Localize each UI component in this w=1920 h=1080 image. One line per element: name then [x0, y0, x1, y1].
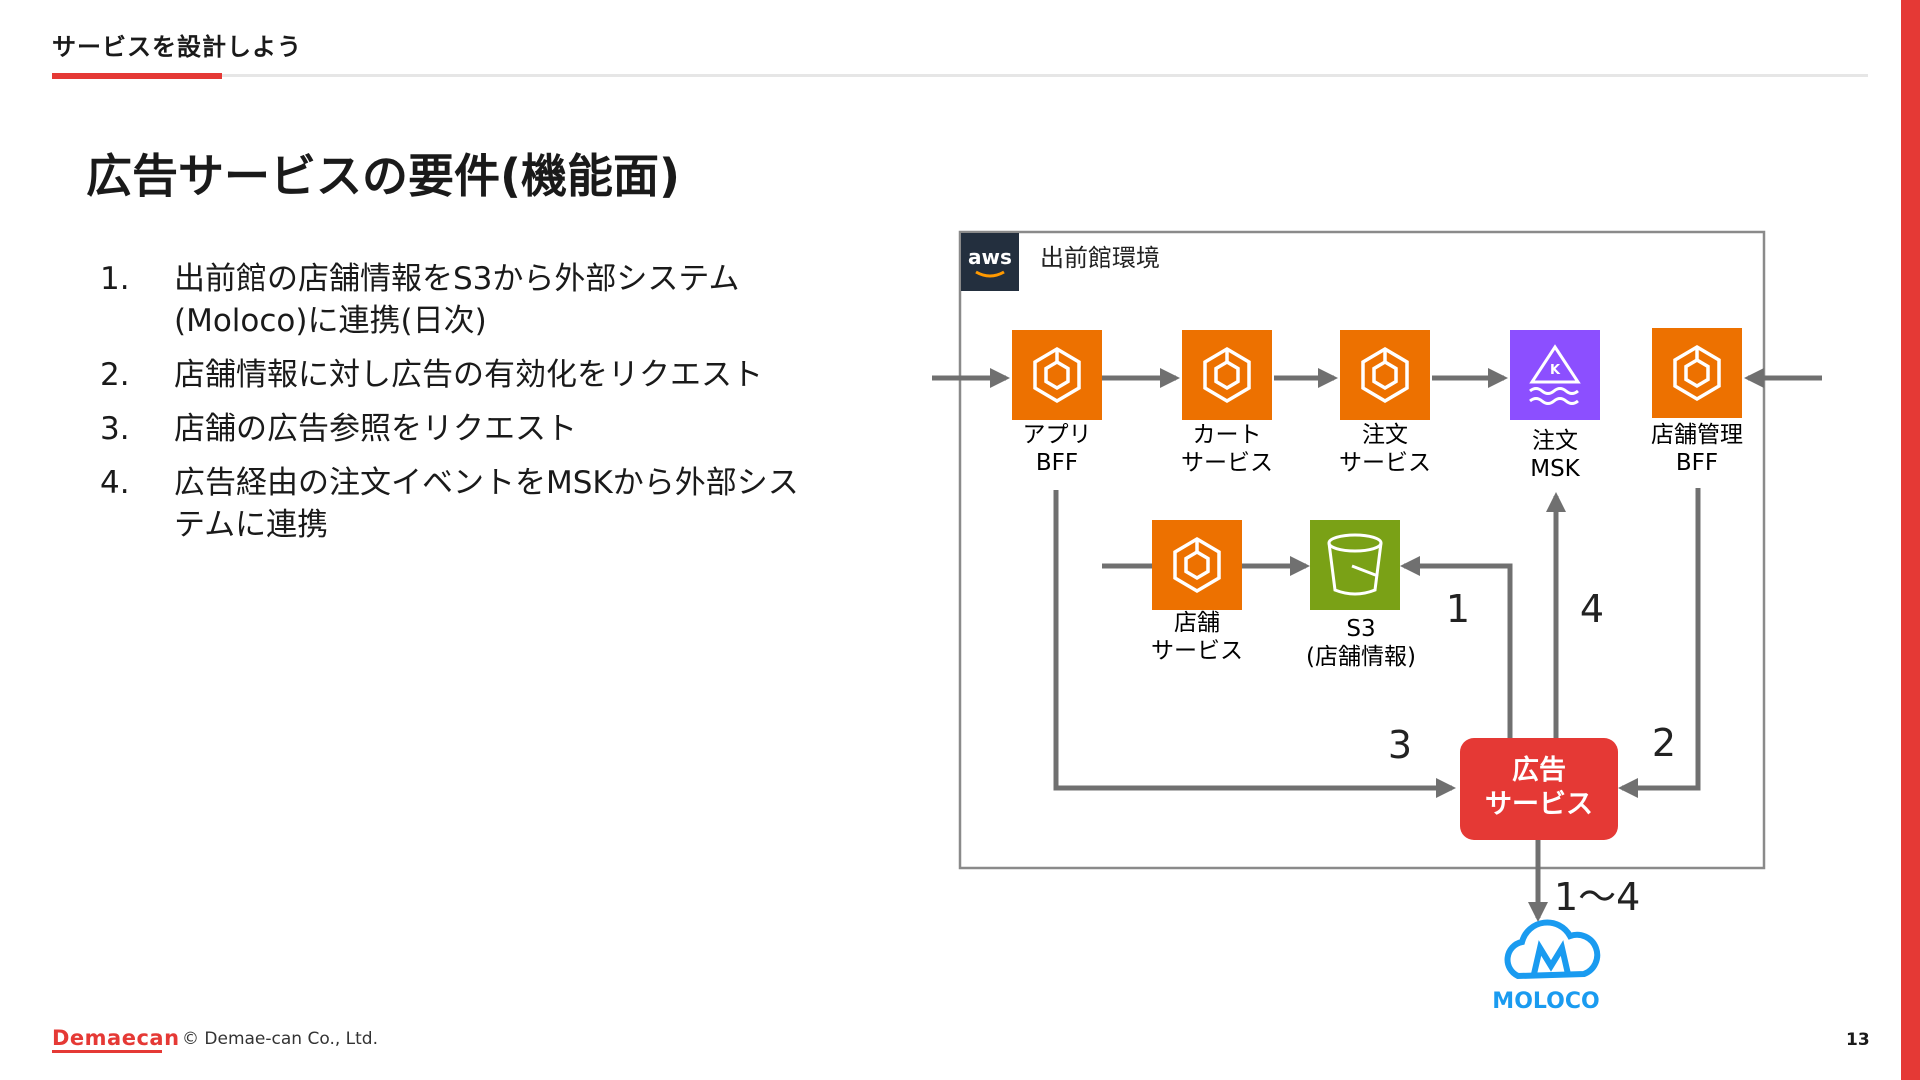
store-bff-label-2: BFF	[1676, 450, 1718, 476]
environment-frame	[958, 230, 1766, 870]
cart-service-node	[1182, 330, 1272, 420]
flow-label-four: 4	[1580, 587, 1604, 631]
ad-service-label-2: サービス	[1485, 789, 1593, 820]
aws-smile-icon	[975, 270, 1005, 278]
flow-label-two: 2	[1652, 721, 1676, 765]
list-item: 3. 店舗の広告参照をリクエスト	[100, 408, 820, 450]
logo-underline	[52, 1050, 162, 1053]
order-service-node	[1340, 330, 1430, 420]
order-service-label-1: 注文	[1362, 422, 1408, 448]
moloco-logo-text: MOLOCO	[1492, 989, 1599, 1014]
list-item-number: 1.	[100, 261, 130, 297]
kafka-icon: K	[1529, 344, 1581, 405]
right-accent-bar	[1901, 0, 1920, 1080]
cart-service-label-2: サービス	[1181, 450, 1273, 476]
store-bff-node	[1652, 328, 1742, 418]
app-bff-label-2: BFF	[1036, 450, 1078, 476]
section-divider-accent	[52, 73, 222, 79]
order-service-label-2: サービス	[1339, 450, 1431, 476]
list-item: 1. 出前館の店舗情報をS3から外部システム(Moloco)に連携(日次)	[100, 258, 820, 342]
store-bff-label-1: 店舗管理	[1651, 422, 1743, 448]
flow-label-range: 1～4	[1554, 875, 1640, 919]
list-item-number: 2.	[100, 357, 130, 393]
s3-label-1: S3	[1346, 616, 1375, 642]
aws-logo-text: aws	[968, 245, 1012, 269]
moloco-cloud-icon	[1504, 919, 1601, 980]
flow-label-one: 1	[1446, 587, 1470, 631]
aws-logo-icon	[961, 233, 1019, 291]
environment-label: 出前館環境	[1040, 244, 1160, 272]
list-item-text: 出前館の店舗情報をS3から外部システム(Moloco)に連携(日次)	[174, 261, 740, 339]
list-item-text: 店舗の広告参照をリクエスト	[174, 411, 577, 447]
page-number: 13	[1846, 1030, 1870, 1050]
requirements-list: 1. 出前館の店舗情報をS3から外部システム(Moloco)に連携(日次) 2.…	[100, 258, 820, 558]
store-service-label-2: サービス	[1151, 638, 1243, 664]
list-item-number: 4.	[100, 465, 130, 501]
arrow-app-bff-ad	[1053, 490, 1456, 798]
store-service-label-1: 店舗	[1174, 610, 1220, 636]
cart-service-label-1: カート	[1193, 422, 1262, 448]
order-msk-label-1: 注文	[1532, 428, 1578, 454]
svg-text:K: K	[1550, 363, 1561, 378]
app-bff-node	[1012, 330, 1102, 420]
arrow-store-bff-ad	[1618, 488, 1701, 798]
arrow-ad-s3	[1400, 556, 1513, 738]
ad-service-label-1: 広告	[1512, 754, 1566, 786]
bucket-icon	[1327, 533, 1383, 596]
demaecan-logo: Demaecan	[52, 1026, 180, 1050]
app-bff-label-1: アプリ	[1023, 422, 1092, 448]
list-item-number: 3.	[100, 411, 130, 447]
list-item-text: 広告経由の注文イベントをMSKから外部システムに連携	[174, 465, 799, 543]
order-msk-label-2: MSK	[1530, 456, 1580, 482]
copyright-text: © Demae-can Co., Ltd.	[182, 1029, 378, 1049]
ad-service-node	[1460, 738, 1618, 840]
section-divider	[52, 74, 1868, 77]
list-item: 4. 広告経由の注文イベントをMSKから外部システムに連携	[100, 462, 820, 546]
flow-label-three: 3	[1388, 723, 1412, 767]
store-service-node	[1152, 520, 1242, 610]
slide-title: 広告サービスの要件(機能面)	[86, 149, 681, 203]
s3-label-2: (店舗情報)	[1306, 644, 1416, 670]
list-item-text: 店舗情報に対し広告の有効化をリクエスト	[174, 357, 763, 393]
list-item: 2. 店舗情報に対し広告の有効化をリクエスト	[100, 354, 820, 396]
section-title: サービスを設計しよう	[52, 33, 302, 61]
